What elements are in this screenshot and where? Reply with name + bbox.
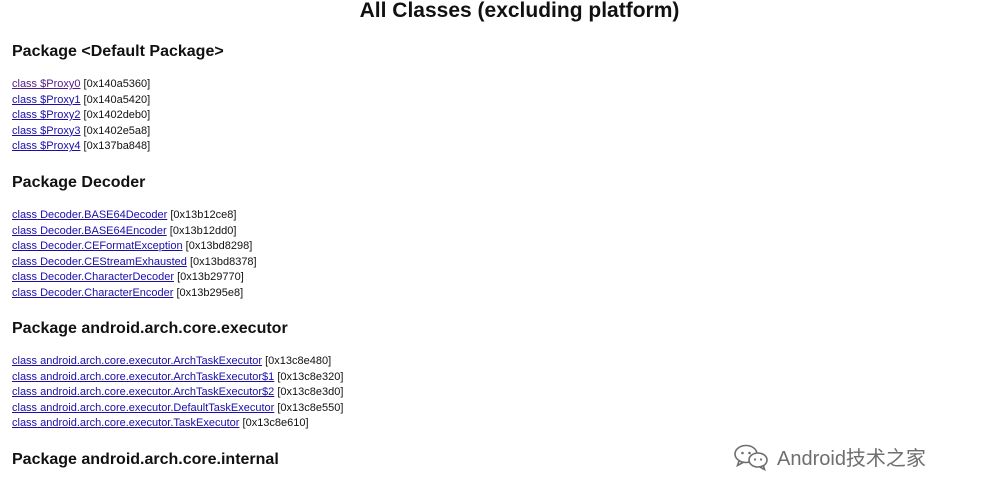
- package-section-decoder: Package Decoder class Decoder.BASE64Deco…: [12, 173, 257, 302]
- class-link[interactable]: class Decoder.BASE64Encoder: [12, 224, 167, 237]
- list-item: class $Proxy2 [0x1402deb0]: [12, 108, 224, 124]
- class-address: [0x13b295e8]: [176, 286, 244, 299]
- class-address: [0x13c8e610]: [242, 417, 309, 430]
- list-item: class Decoder.CEFormatException [0x13bd8…: [12, 239, 257, 255]
- list-item: class Decoder.CharacterEncoder [0x13b295…: [12, 286, 257, 302]
- class-address: [0x13bd8298]: [185, 240, 253, 253]
- class-address: [0x13c8e480]: [265, 355, 332, 367]
- class-link[interactable]: class android.arch.core.executor.TaskExe…: [12, 417, 240, 430]
- class-address: [0x1402e5a8]: [83, 124, 151, 137]
- class-link[interactable]: class Decoder.CharacterEncoder: [12, 286, 174, 299]
- class-address: [0x13c8e550]: [277, 401, 344, 414]
- class-address: [0x140a5360]: [83, 78, 151, 90]
- list-item: class android.arch.core.executor.ArchTas…: [12, 385, 343, 401]
- page-title: All Classes (excluding platform): [359, 0, 680, 22]
- package-section-executor: Package android.arch.core.executor class…: [12, 319, 343, 432]
- class-link[interactable]: class $Proxy3: [12, 124, 81, 137]
- class-address: [0x13b29770]: [177, 271, 244, 284]
- package-heading: Package Decoder: [12, 174, 146, 191]
- class-link[interactable]: class android.arch.core.executor.ArchTas…: [12, 386, 275, 399]
- watermark-text: Android技术之家: [777, 448, 926, 470]
- class-address: [0x140a5420]: [83, 93, 151, 106]
- list-item: class android.arch.core.executor.Default…: [12, 401, 343, 417]
- package-section-default: Package <Default Package> class $Proxy0 …: [12, 42, 224, 155]
- class-link[interactable]: class $Proxy1: [12, 93, 81, 106]
- list-item: class Decoder.CEStreamExhausted [0x13bd8…: [12, 255, 257, 271]
- class-link[interactable]: class Decoder.CEStreamExhausted: [12, 255, 187, 268]
- class-link[interactable]: class android.arch.core.executor.ArchTas…: [12, 370, 275, 383]
- class-list: class android.arch.core.executor.ArchTas…: [12, 354, 343, 432]
- class-link[interactable]: class $Proxy2: [12, 109, 81, 122]
- class-link[interactable]: class Decoder.BASE64Decoder: [12, 209, 168, 221]
- class-list: class $Proxy0 [0x140a5360] class $Proxy1…: [12, 77, 224, 155]
- package-heading: Package <Default Package>: [12, 43, 224, 60]
- package-heading: Package android.arch.core.internal: [12, 451, 279, 468]
- class-link[interactable]: class Decoder.CharacterDecoder: [12, 271, 175, 284]
- watermark: Android技术之家: [733, 442, 926, 471]
- class-address: [0x13c8e320]: [277, 370, 344, 383]
- list-item: class android.arch.core.executor.ArchTas…: [12, 370, 343, 386]
- list-item: class android.arch.core.executor.ArchTas…: [12, 354, 343, 370]
- list-item: class $Proxy4 [0x137ba848]: [12, 139, 224, 155]
- class-address: [0x137ba848]: [83, 140, 151, 153]
- package-section-internal: Package android.arch.core.internal: [12, 450, 279, 485]
- class-link[interactable]: class $Proxy4: [12, 140, 81, 153]
- class-address: [0x1402deb0]: [83, 109, 151, 122]
- list-item: class $Proxy1 [0x140a5420]: [12, 93, 224, 109]
- class-list: class Decoder.BASE64Decoder [0x13b12ce8]…: [12, 208, 257, 302]
- class-link[interactable]: class $Proxy0: [12, 78, 81, 90]
- class-link[interactable]: class android.arch.core.executor.Default…: [12, 401, 275, 414]
- list-item: class $Proxy0 [0x140a5360]: [12, 77, 224, 93]
- class-address: [0x13b12ce8]: [170, 209, 237, 221]
- class-link[interactable]: class android.arch.core.executor.ArchTas…: [12, 355, 263, 367]
- class-address: [0x13c8e3d0]: [277, 386, 344, 399]
- list-item: class android.arch.core.executor.TaskExe…: [12, 416, 343, 432]
- list-item: class Decoder.CharacterDecoder [0x13b297…: [12, 270, 257, 286]
- wechat-icon: [733, 443, 769, 471]
- package-heading: Package android.arch.core.executor: [12, 320, 288, 337]
- list-item: class Decoder.BASE64Decoder [0x13b12ce8]: [12, 208, 257, 224]
- class-address: [0x13bd8378]: [189, 255, 257, 268]
- class-link[interactable]: class Decoder.CEFormatException: [12, 240, 183, 253]
- class-address: [0x13b12dd0]: [169, 224, 237, 237]
- list-item: class $Proxy3 [0x1402e5a8]: [12, 124, 224, 140]
- list-item: class Decoder.BASE64Encoder [0x13b12dd0]: [12, 224, 257, 240]
